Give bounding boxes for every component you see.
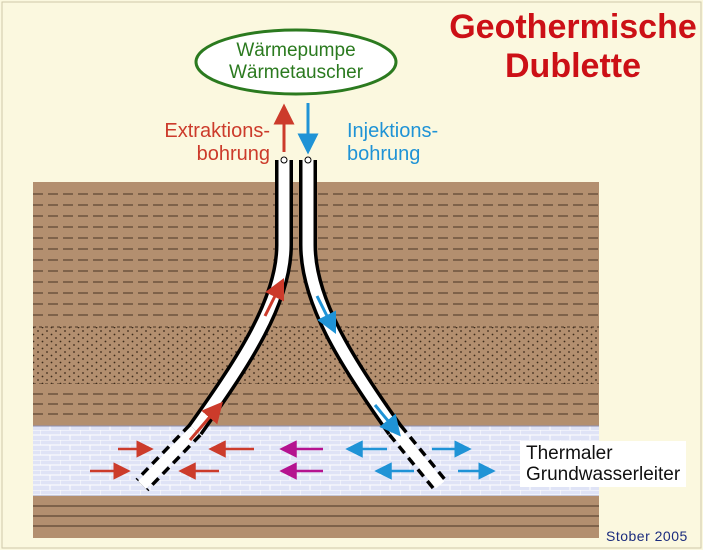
sand-layer xyxy=(33,326,599,385)
author-credit: Stober 2005 xyxy=(606,528,688,544)
heat-unit-line-2: Wärmetauscher xyxy=(228,62,364,83)
aquifer-label-line-2: Grundwasserleiter xyxy=(526,464,681,485)
extraction-up-arrow-upper xyxy=(263,277,285,317)
injection-label-line-1: Injektions- xyxy=(347,120,439,142)
aquifer-label-line-1: Thermaler xyxy=(526,443,613,464)
extraction-label-line-2: bohrung xyxy=(196,143,270,165)
extraction-up-arrow-lower xyxy=(188,401,223,441)
injection-down-arrow-upper xyxy=(315,295,337,335)
injection-well-label: Injektions- bohrung xyxy=(347,120,487,166)
title-line-1: Geothermische xyxy=(449,8,697,46)
extraction-well-label: Extraktions- bohrung xyxy=(140,120,270,166)
injection-down-arrow-lower xyxy=(373,404,401,437)
aquifer-label: Thermaler Grundwasserleiter xyxy=(520,441,687,487)
aquifer-layer xyxy=(33,425,599,497)
extraction-label-line-1: Extraktions- xyxy=(164,120,270,142)
heat-unit-ellipse xyxy=(194,28,398,96)
heat-unit-label: Wärmepumpe Wärmetauscher xyxy=(196,40,396,84)
injection-label-line-2: bohrung xyxy=(347,143,421,165)
heat-unit-line-1: Wärmepumpe xyxy=(236,40,356,61)
base-soil-layer xyxy=(33,496,599,538)
title-line-2: Dublette xyxy=(505,47,641,85)
lower-soil-layer xyxy=(33,384,599,426)
diagram-title: Geothermische Dublette xyxy=(448,8,698,86)
